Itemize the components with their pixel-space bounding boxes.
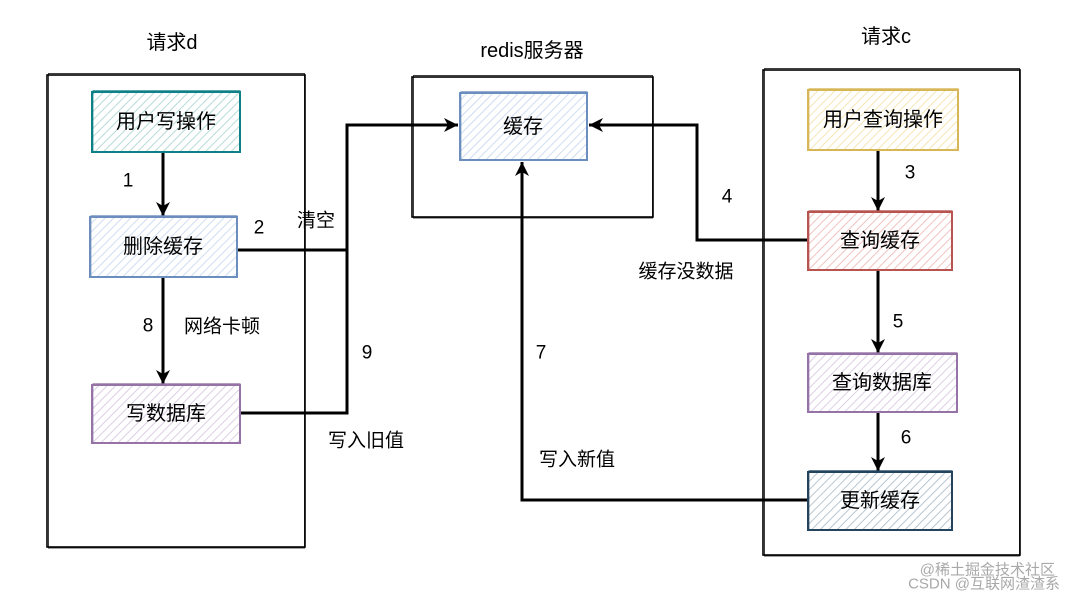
- step-8-number: 8: [143, 316, 154, 337]
- node-cache-label: 缓存: [503, 115, 543, 138]
- node-cache: 缓存: [459, 91, 588, 161]
- node-update-cache-label: 更新缓存: [840, 489, 920, 512]
- step-9-label: 写入旧值: [328, 430, 404, 452]
- node-query-db: 查询数据库: [807, 352, 958, 413]
- node-user-query-op-box: [807, 89, 959, 151]
- node-query-db-sketch: [808, 352, 958, 413]
- request-d-container-sketch: [48, 73, 305, 549]
- watermark-juejin: @稀土掘金技术社区: [920, 562, 1055, 579]
- step-7-number: 7: [536, 343, 547, 364]
- step-6-number: 6: [901, 428, 912, 449]
- request-c-container-sketch: [764, 68, 1020, 557]
- node-write-db-sketch: [92, 383, 241, 444]
- node-cache-box: [459, 92, 588, 161]
- node-write-db-label: 写数据库: [126, 402, 206, 425]
- node-user-query-op: 用户查询操作: [807, 88, 959, 151]
- watermark-csdn: CSDN @互联网渣渣系: [908, 576, 1060, 593]
- node-query-db-label: 查询数据库: [832, 371, 932, 394]
- step-2-label: 清空: [297, 210, 335, 232]
- node-user-query-op-sketch: [808, 88, 959, 151]
- request-c-title: 请求c: [861, 25, 911, 48]
- node-user-write-op-sketch: [92, 90, 241, 153]
- arrow-step-9-write-old-value: [240, 118, 458, 415]
- redis-server-container: [411, 75, 654, 219]
- step-4-label: 缓存没数据: [638, 261, 733, 283]
- node-query-cache-sketch: [808, 210, 953, 271]
- node-query-db-box: [807, 353, 958, 413]
- node-write-db: 写数据库: [91, 383, 241, 444]
- node-user-write-op-box: [91, 91, 241, 153]
- step-3-number: 3: [905, 163, 916, 184]
- redis-server-title: redis服务器: [480, 39, 583, 62]
- step-8-label: 网络卡顿: [184, 316, 260, 338]
- redis-server-container-sketch: [413, 75, 653, 219]
- step-9-number: 9: [362, 343, 373, 364]
- node-cache-sketch: [460, 91, 588, 161]
- request-c-container: [762, 68, 1021, 557]
- step-4-number: 4: [722, 187, 733, 208]
- node-query-cache: 查询缓存: [807, 210, 953, 271]
- node-update-cache: 更新缓存: [807, 470, 953, 531]
- arrow-step-4-cache-miss: [589, 118, 808, 242]
- step-2-number: 2: [254, 218, 265, 239]
- step-7-label: 写入新值: [539, 449, 615, 471]
- arrow-step-7-write-new-value: [515, 162, 808, 502]
- request-d-title: 请求d: [146, 31, 197, 54]
- request-d-container: [46, 73, 306, 549]
- node-query-cache-label: 查询缓存: [840, 229, 920, 252]
- node-user-write-op-label: 用户写操作: [116, 110, 216, 133]
- node-delete-cache: 删除缓存: [89, 215, 238, 278]
- node-delete-cache-label: 删除缓存: [123, 235, 203, 258]
- node-delete-cache-sketch: [90, 215, 238, 278]
- step-5-number: 5: [893, 312, 904, 333]
- node-user-write-op: 用户写操作: [91, 90, 241, 153]
- step-1-number: 1: [123, 171, 134, 192]
- node-user-query-op-label: 用户查询操作: [823, 108, 943, 131]
- node-update-cache-sketch: [808, 470, 953, 531]
